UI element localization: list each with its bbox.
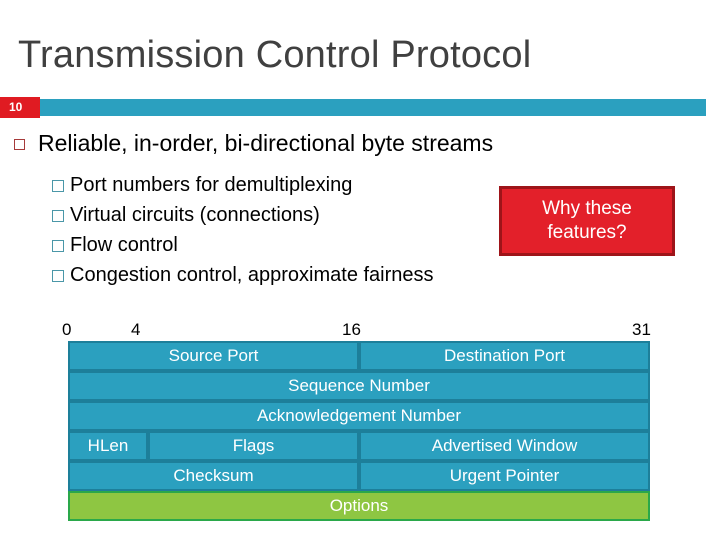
square-bullet-icon — [52, 270, 64, 282]
field-advertised-window: Advertised Window — [359, 431, 650, 461]
field-flags: Flags — [148, 431, 359, 461]
bit-tick-0: 0 — [62, 320, 72, 339]
callout-line-2: features? — [547, 222, 627, 243]
field-destination-port: Destination Port — [359, 341, 650, 371]
list-item-label: Congestion control, approximate fairness — [70, 264, 434, 286]
square-bullet-icon — [52, 240, 64, 252]
list-item-label: Port numbers for demultiplexing — [70, 174, 353, 196]
slide-number-label: 10 — [9, 100, 23, 114]
header-accent-bar — [40, 99, 706, 116]
slide-number-badge: 10 — [0, 97, 40, 118]
field-sequence-number: Sequence Number — [68, 371, 650, 401]
square-bullet-icon — [52, 180, 64, 192]
bit-tick-31: 31 — [632, 320, 651, 339]
table-row: Sequence Number — [68, 371, 650, 401]
list-item: Virtual circuits (connections) — [52, 202, 522, 228]
table-row: HLen Flags Advertised Window — [68, 431, 650, 461]
table-row: Options — [68, 491, 650, 521]
square-bullet-icon — [52, 210, 64, 222]
table-row: Checksum Urgent Pointer — [68, 461, 650, 491]
field-source-port: Source Port — [68, 341, 359, 371]
field-hlen: HLen — [68, 431, 148, 461]
bullet-sublist: Port numbers for demultiplexing Virtual … — [52, 172, 522, 292]
page-title: Transmission Control Protocol — [18, 34, 532, 76]
field-acknowledgement-number: Acknowledgement Number — [68, 401, 650, 431]
bullet-level1: Reliable, in-order, bi-directional byte … — [14, 129, 674, 158]
field-checksum: Checksum — [68, 461, 359, 491]
callout-box: Why these features? — [499, 186, 675, 256]
callout-line-1: Why these — [542, 198, 632, 219]
field-urgent-pointer: Urgent Pointer — [359, 461, 650, 491]
bit-tick-16: 16 — [342, 320, 361, 339]
list-item: Port numbers for demultiplexing — [52, 172, 522, 198]
table-row: Source Port Destination Port — [68, 341, 650, 371]
list-item-label: Virtual circuits (connections) — [70, 204, 320, 226]
list-item-label: Flow control — [70, 234, 178, 256]
bit-ruler: 0 4 16 31 — [0, 319, 720, 341]
bullet-level1-label: Reliable, in-order, bi-directional byte … — [38, 130, 494, 156]
bit-tick-4: 4 — [131, 320, 141, 339]
field-options: Options — [68, 491, 650, 521]
square-bullet-icon — [14, 139, 25, 150]
tcp-header-diagram: Source Port Destination Port Sequence Nu… — [68, 341, 650, 521]
list-item: Flow control — [52, 232, 522, 258]
list-item: Congestion control, approximate fairness — [52, 262, 522, 288]
table-row: Acknowledgement Number — [68, 401, 650, 431]
